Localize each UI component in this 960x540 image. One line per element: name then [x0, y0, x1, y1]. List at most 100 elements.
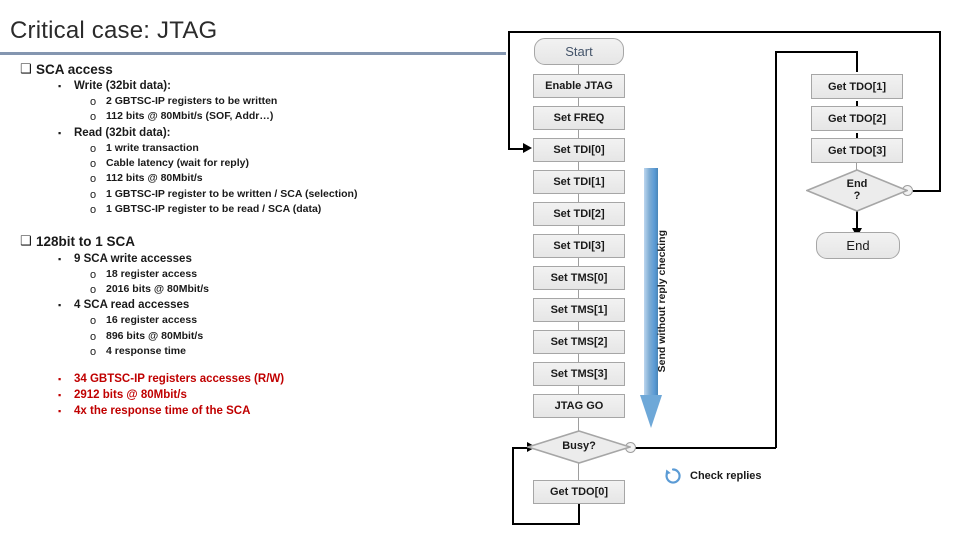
bullet-text: Read (32bit data): [74, 126, 171, 139]
bullet-text: 2912 bits @ 80Mbit/s [74, 389, 187, 402]
node-end[interactable]: End [816, 232, 900, 259]
bullet-text: 16 register access [106, 314, 198, 327]
bullet-item-l1: ❑128bit to 1 SCA [20, 233, 500, 250]
busy-loop-into-get-tdo1 [856, 51, 858, 72]
bullet-text: 4 SCA read accesses [74, 299, 190, 312]
get-tdo0-loop-into-busy [512, 447, 532, 449]
bullet-marker-icon: o [90, 158, 97, 171]
node-set-freq[interactable]: Set FREQ [533, 106, 625, 130]
node-set-tms-2[interactable]: Set TMS[2] [533, 330, 625, 354]
node-set-tdi-1[interactable]: Set TDI[1] [533, 170, 625, 194]
send-without-reply-label: Send without reply checking [656, 229, 668, 372]
bullet-marker-icon: ▪ [58, 253, 62, 264]
bullet-marker-icon: o [90, 142, 97, 155]
bullet-text: 112 bits @ 80Mbit/s [106, 172, 203, 185]
busy-label: Busy? [562, 440, 596, 453]
node-set-tdi-0[interactable]: Set TDI[0] [533, 138, 625, 162]
bullet-text: 18 register access [106, 267, 198, 280]
node-end-decision[interactable]: End ? [806, 169, 908, 212]
bullet-text: Cable latency (wait for reply) [106, 157, 249, 170]
link-freq-tdi0 [578, 129, 580, 139]
bullet-text: 1 GBTSC-IP register to be read / SCA (da… [106, 203, 322, 216]
node-set-tdi-3[interactable]: Set TDI[3] [533, 234, 625, 258]
bullet-text: 112 bits @ 80Mbit/s (SOF, Addr…) [106, 110, 274, 123]
outer-loop-left-segment [508, 31, 510, 149]
bullet-text: 896 bits @ 80Mbit/s [106, 329, 204, 342]
arrow-head [640, 395, 662, 428]
send-without-reply-arrow [640, 168, 662, 428]
outer-loop-right-segment [939, 31, 941, 191]
bullet-marker-icon: ▪ [58, 374, 62, 385]
link-start-enable [578, 65, 580, 75]
bullet-marker-icon: o [90, 345, 97, 358]
page-title: Critical case: JTAG [10, 17, 218, 44]
end-decision-line2: ? [853, 189, 861, 202]
bullet-marker-icon: o [90, 96, 97, 109]
bullet-item-l3: o 1 GBTSC-IP register to be written / SCA… [90, 187, 500, 201]
link-tdi1-tdi2 [578, 193, 580, 203]
link-tms3-jtaggo [578, 385, 580, 395]
bullet-item-l3: o 112 bits @ 80Mbit/s [90, 172, 500, 186]
node-get-tdo-2[interactable]: Get TDO[2] [811, 106, 903, 131]
bullet-text: SCA access [36, 62, 113, 77]
bullet-item-l3: o Cable latency (wait for reply) [90, 157, 500, 171]
node-jtag-go[interactable]: JTAG GO [533, 394, 625, 418]
bullet-item-l2: ▪34 GBTSC-IP registers accesses (R/W) [58, 373, 500, 386]
bullet-marker-icon: o [90, 188, 97, 201]
bullet-item-l2: ▪ Read (32bit data): [58, 127, 500, 140]
bullet-marker-icon: o [90, 111, 97, 124]
bullet-marker-icon: o [90, 268, 97, 281]
node-get-tdo-3[interactable]: Get TDO[3] [811, 138, 903, 163]
get-tdo0-loop-down [578, 504, 580, 524]
bullet-item-l1: ❑ SCA access [20, 61, 500, 77]
bullet-marker-icon: ▪ [58, 127, 62, 138]
bullet-marker-icon: ❑ [20, 61, 32, 76]
link-tdo1-tdo2 [856, 101, 858, 109]
bullet-text: 4x the response time of the SCA [74, 405, 251, 418]
outer-loop-entry-segment [913, 190, 941, 192]
bullet-text: Write (32bit data): [74, 80, 171, 93]
node-get-tdo-1[interactable]: Get TDO[1] [811, 74, 903, 99]
bullet-marker-icon: ▪ [58, 390, 62, 401]
bullet-text: 1 GBTSC-IP register to be written / SCA … [106, 187, 358, 200]
node-get-tdo-0[interactable]: Get TDO[0] [533, 480, 625, 504]
bullet-item-l2: ▪4x the response time of the SCA [58, 405, 500, 418]
link-enable-freq [578, 97, 580, 107]
bullet-item-l3: o 896 bits @ 80Mbit/s [90, 329, 500, 343]
node-set-tms-3[interactable]: Set TMS[3] [533, 362, 625, 386]
link-tms0-tms1 [578, 289, 580, 299]
link-tdi0-tdi1 [578, 161, 580, 171]
get-tdo0-loop-left [512, 447, 514, 524]
bullet-item-l2: ▪Write (32bit data): [58, 80, 500, 93]
title-divider [0, 52, 506, 55]
link-tdi2-tdi3 [578, 225, 580, 235]
node-set-tms-0[interactable]: Set TMS[0] [533, 266, 625, 290]
node-enable-jtag[interactable]: Enable JTAG [533, 74, 625, 98]
busy-loop-vertical-segment [775, 51, 777, 448]
bullet-text: 128bit to 1 SCA [36, 234, 136, 250]
node-set-tdi-2[interactable]: Set TDI[2] [533, 202, 625, 226]
bullet-marker-icon: o [90, 283, 97, 296]
bullet-item-l2: ▪ 2912 bits @ 80Mbit/s [58, 389, 500, 402]
bullet-marker-icon: ▪ [58, 300, 62, 311]
bullet-item-l3: o 18 register access [90, 267, 500, 281]
get-tdo0-loop-bottom [512, 523, 580, 525]
bullet-marker-icon: o [90, 173, 97, 186]
bullet-marker-icon: o [90, 330, 97, 343]
bullet-marker-icon: ❑ [20, 233, 32, 249]
diamond-shape [527, 430, 631, 464]
check-replies-label: Check replies [690, 470, 762, 482]
bullet-item-l2: ▪9 SCA write accesses [58, 253, 500, 266]
check-replies-annotation: Check replies [663, 466, 762, 486]
node-busy-decision[interactable]: Busy? [527, 430, 631, 464]
node-set-tms-1[interactable]: Set TMS[1] [533, 298, 625, 322]
arrow-shaft [644, 168, 658, 396]
link-jtaggo-busy [578, 418, 580, 431]
node-start[interactable]: Start [534, 38, 624, 65]
